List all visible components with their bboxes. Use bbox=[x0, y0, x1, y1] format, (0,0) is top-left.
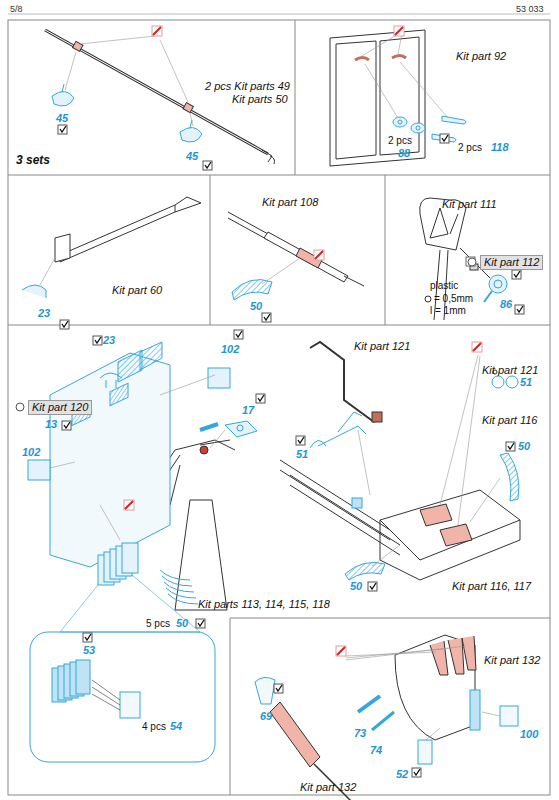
check-mark bbox=[93, 336, 102, 345]
check-mark bbox=[256, 394, 265, 403]
callout-number: 23 bbox=[103, 334, 115, 347]
callout-number: 73 bbox=[354, 727, 366, 740]
part-label: Kit part 112 bbox=[480, 255, 543, 270]
part-label: 5/8 bbox=[10, 3, 23, 16]
check-mark bbox=[262, 313, 271, 322]
callout-number: 100 bbox=[520, 728, 538, 741]
part-label: 5 pcs bbox=[146, 617, 170, 630]
check-mark bbox=[234, 330, 243, 339]
callout-number: 52 bbox=[396, 768, 408, 781]
callout-number: 86 bbox=[500, 298, 512, 311]
part-label: plastic bbox=[430, 279, 458, 292]
check-mark bbox=[58, 125, 67, 134]
part-label: 4 pcs bbox=[142, 720, 166, 733]
callout-number: 50 bbox=[350, 580, 362, 593]
check-mark bbox=[296, 436, 305, 445]
callout-number: 54 bbox=[170, 720, 182, 733]
callout-number: 23 bbox=[38, 307, 50, 320]
callout-number: 88 bbox=[398, 147, 410, 160]
callout-number: 53 bbox=[83, 644, 95, 657]
callout-number: 74 bbox=[370, 744, 382, 757]
callout-number: 50 bbox=[518, 440, 530, 453]
part-label: 2 pcs bbox=[458, 141, 482, 154]
remove-marker bbox=[336, 646, 346, 656]
check-mark bbox=[83, 633, 92, 642]
remove-marker bbox=[472, 342, 482, 352]
part-label: Kit part 121 bbox=[482, 364, 538, 377]
remove-marker bbox=[394, 26, 404, 36]
part-label: Kit parts 50 bbox=[232, 93, 288, 106]
callout-number: 102 bbox=[221, 343, 239, 356]
check-mark bbox=[196, 619, 205, 628]
check-mark bbox=[412, 768, 421, 777]
check-mark bbox=[368, 582, 377, 591]
check-mark bbox=[60, 320, 69, 329]
check-mark bbox=[512, 270, 521, 279]
check-mark bbox=[274, 684, 283, 693]
callout-number: 50 bbox=[176, 617, 188, 630]
callout-number: 51 bbox=[520, 376, 532, 389]
callout-number: 51 bbox=[296, 448, 308, 461]
callout-number: 13 bbox=[45, 418, 57, 431]
callout-number: 118 bbox=[491, 141, 509, 154]
callout-number: 50 bbox=[250, 300, 262, 313]
callout-number: 17 bbox=[242, 404, 254, 417]
check-mark bbox=[440, 134, 449, 143]
part-label: Kit part 132 bbox=[300, 781, 356, 794]
part-label: 3 sets bbox=[16, 154, 50, 167]
check-mark bbox=[62, 421, 71, 430]
remove-marker bbox=[314, 250, 324, 260]
part-label: Kit part 60 bbox=[112, 284, 162, 297]
part-label: 53 033 bbox=[516, 3, 544, 16]
part-label: Kit part 92 bbox=[456, 50, 506, 63]
part-label: Kit part 121 bbox=[354, 340, 410, 353]
part-label: 2 pcs bbox=[388, 134, 412, 147]
part-label: Kit part 132 bbox=[484, 654, 540, 667]
remove-marker bbox=[152, 26, 162, 36]
part-label: Kit part 116, 117 bbox=[452, 580, 531, 593]
remove-marker bbox=[124, 500, 134, 510]
part-label: Kit part 116 bbox=[482, 414, 537, 427]
symbol-icon bbox=[16, 403, 24, 411]
part-label: = 0,5mm bbox=[434, 292, 473, 305]
check-mark bbox=[203, 161, 212, 170]
part-label: Kit parts 113, 114, 115, 118 bbox=[198, 598, 330, 611]
part-label: 2 pcs Kit parts 49 bbox=[205, 80, 290, 93]
check-mark bbox=[515, 305, 524, 314]
part-label: Kit part 111 bbox=[442, 198, 497, 211]
callout-number: 102 bbox=[22, 446, 40, 459]
callout-number: 45 bbox=[56, 112, 68, 125]
callout-number: 69 bbox=[260, 710, 272, 723]
part-label: Kit part 120 bbox=[28, 400, 92, 415]
part-label: l = 1mm bbox=[430, 304, 466, 317]
symbol-icon bbox=[468, 258, 476, 266]
part-label: Kit part 108 bbox=[262, 196, 318, 209]
check-mark bbox=[506, 442, 515, 451]
callout-number: 45 bbox=[186, 150, 198, 163]
